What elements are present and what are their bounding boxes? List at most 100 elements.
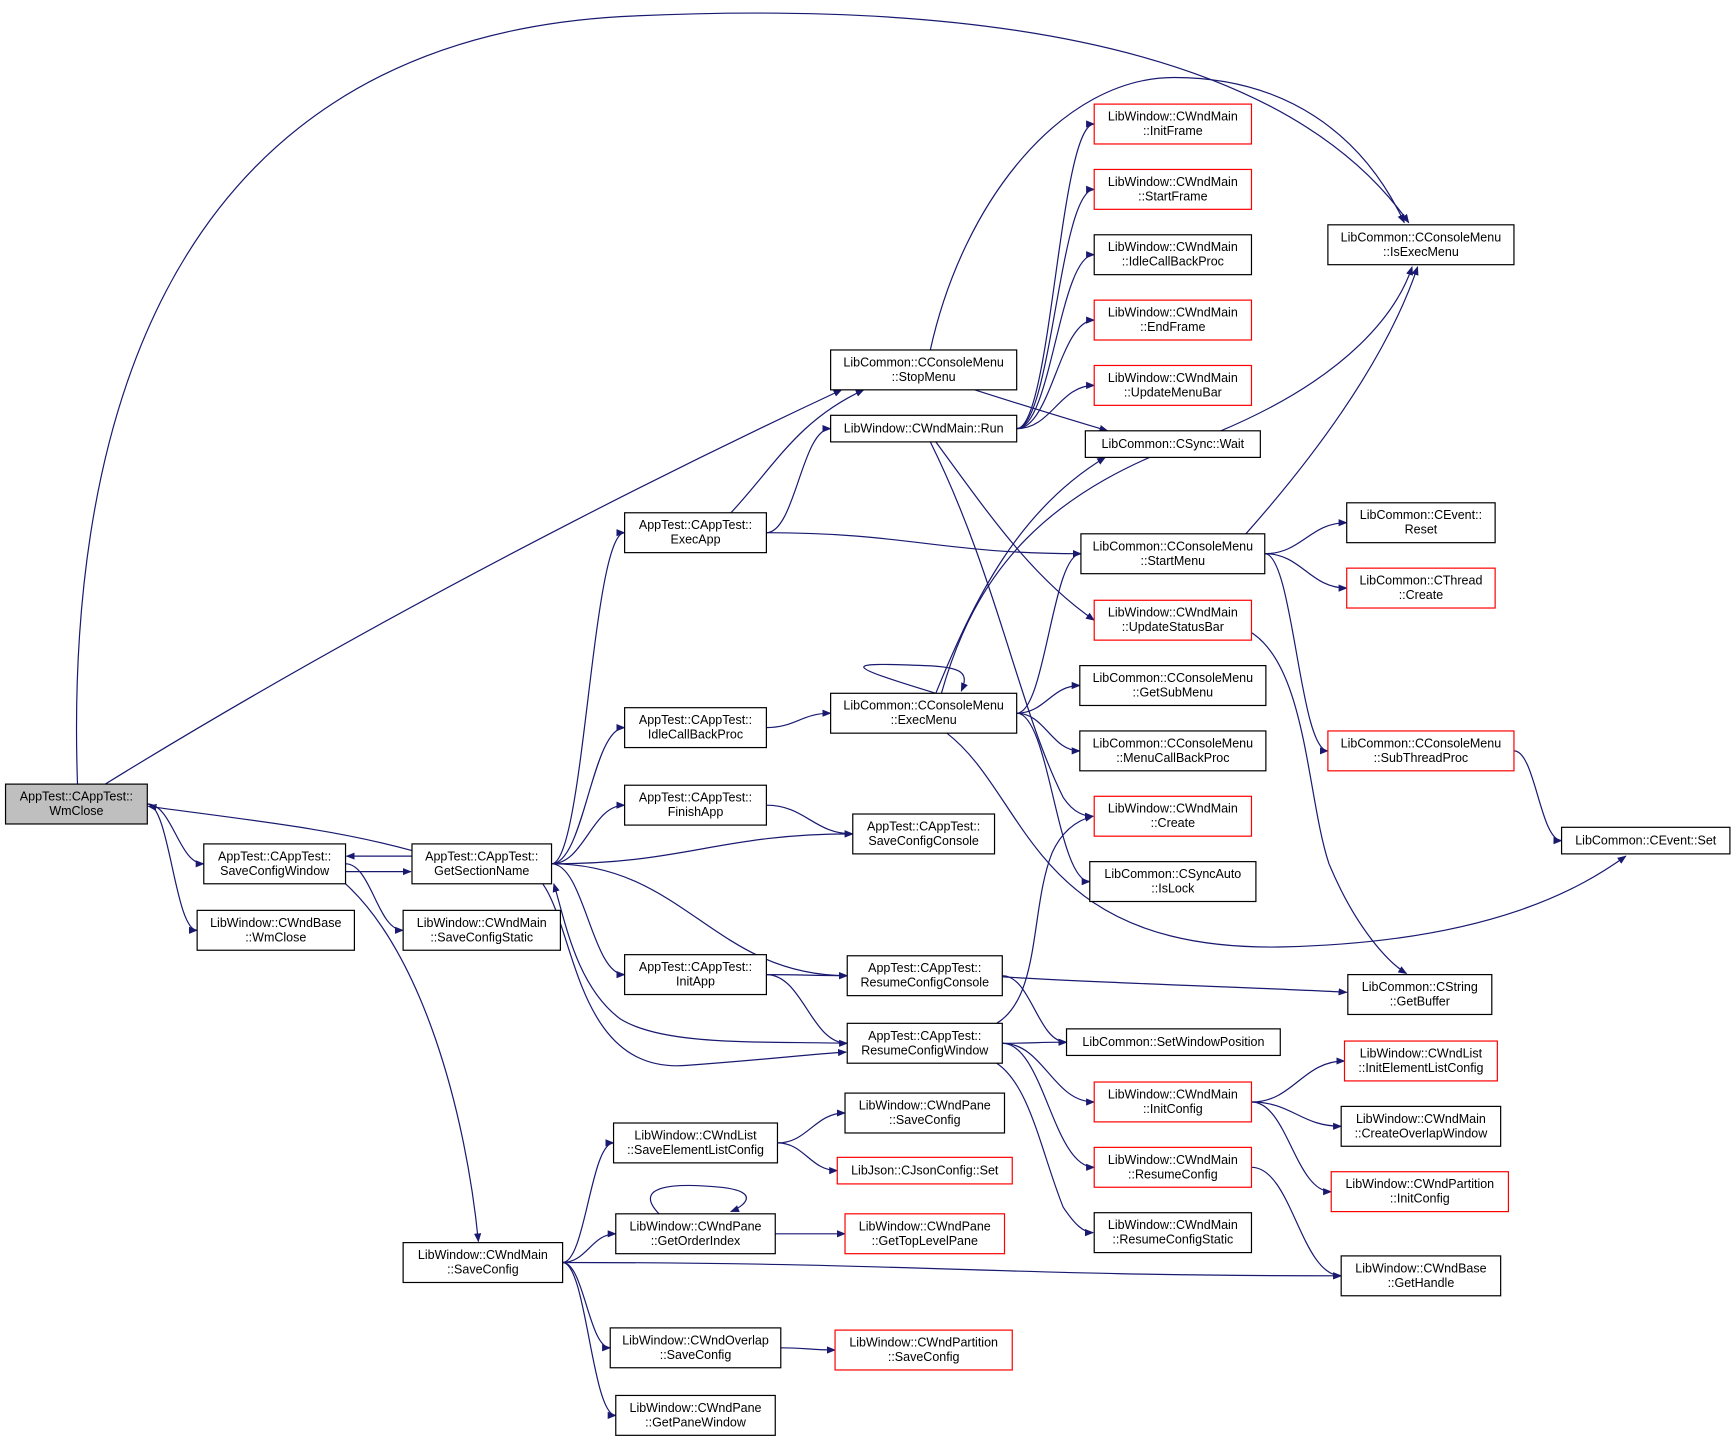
node-islock[interactable]: LibCommon::CSyncAuto::IsLock: [1089, 861, 1257, 903]
node-partition_initconfig[interactable]: LibWindow::CWndPartition::InitConfig: [1330, 1171, 1510, 1213]
node-box: [830, 692, 1018, 734]
edge-resumeconfigwindow-to-resumeconfig: [1002, 1042, 1096, 1171]
node-sync_wait[interactable]: LibCommon::CSync::Wait: [1084, 430, 1261, 458]
node-getpanewindow[interactable]: LibWindow::CWndPane::GetPaneWindow: [615, 1394, 776, 1436]
edge-resumeconfig-to-gethandle: [1251, 1166, 1343, 1280]
node-box: [1346, 502, 1496, 544]
node-idlecallback_app[interactable]: AppTest::CAppTest::IdleCallBackProc: [624, 707, 767, 749]
node-partition_saveconfig[interactable]: LibWindow::CWndPartition::SaveConfig: [834, 1329, 1013, 1371]
node-label: LibWindow::CWndOverlap: [622, 1333, 769, 1347]
node-initelementlist[interactable]: LibWindow::CWndList::InitElementListConf…: [1343, 1040, 1498, 1082]
node-event_set[interactable]: LibCommon::CEvent::Set: [1560, 826, 1731, 855]
node-label: LibCommon::CConsoleMenu: [1341, 736, 1502, 750]
node-label: LibWindow::CWndMain: [1108, 802, 1238, 816]
node-execapp[interactable]: AppTest::CAppTest::ExecApp: [624, 512, 767, 554]
node-updatemenubar[interactable]: LibWindow::CWndMain::UpdateMenuBar: [1093, 364, 1253, 406]
node-thread_create[interactable]: LibCommon::CThread::Create: [1346, 567, 1496, 609]
node-label: ::SubThreadProc: [1374, 751, 1469, 765]
node-event_reset[interactable]: LibCommon::CEvent::Reset: [1346, 502, 1496, 544]
edge-wndmain_run-to-startframe: [1016, 185, 1096, 430]
node-label: ResumeConfigWindow: [861, 1043, 989, 1057]
node-resumeconfigstatic[interactable]: LibWindow::CWndMain::ResumeConfigStatic: [1093, 1212, 1253, 1254]
node-resumeconfigwindow[interactable]: AppTest::CAppTest::ResumeConfigWindow: [846, 1022, 1003, 1064]
edge-wndmain_saveconfig-to-gethandle: [562, 1261, 1343, 1280]
edge-getsectionname-to-finishapp: [551, 801, 626, 865]
node-saveelementlist[interactable]: LibWindow::CWndList::SaveElementListConf…: [612, 1122, 779, 1164]
node-pane_saveconfig[interactable]: LibWindow::CWndPane::SaveConfig: [844, 1092, 1006, 1134]
node-box: [402, 909, 561, 951]
node-gethandle[interactable]: LibWindow::CWndBase::GetHandle: [1340, 1255, 1502, 1297]
node-execmenu[interactable]: LibCommon::CConsoleMenu::ExecMenu: [830, 692, 1018, 734]
node-label: AppTest::CAppTest::: [639, 518, 752, 532]
node-idlecallback_wnd[interactable]: LibWindow::CWndMain::IdleCallBackProc: [1093, 234, 1253, 276]
node-saveconfigwindow[interactable]: AppTest::CAppTest::SaveConfigWindow: [203, 843, 347, 885]
edge-wndmain_run-to-wndmain_create: [929, 441, 1094, 820]
node-updatestatusbar[interactable]: LibWindow::CWndMain::UpdateStatusBar: [1093, 599, 1253, 641]
node-getsubmenu[interactable]: LibCommon::CConsoleMenu::GetSubMenu: [1079, 665, 1267, 707]
node-label: ::SaveConfigStatic: [430, 930, 533, 944]
node-overlap_saveconfig[interactable]: LibWindow::CWndOverlap::SaveConfig: [609, 1327, 782, 1369]
node-box: [612, 1122, 779, 1164]
edge-wndmain_saveconfig-to-saveelementlist: [562, 1139, 615, 1264]
node-gettoplevelpane[interactable]: LibWindow::CWndPane::GetTopLevelPane: [844, 1213, 1006, 1255]
node-label: ::EndFrame: [1140, 320, 1205, 334]
node-box: [1079, 730, 1267, 772]
node-box: [1093, 168, 1253, 210]
node-label: LibCommon::CConsoleMenu: [1093, 736, 1254, 750]
edge-resumeconfigconsole-to-setwindowposition: [1002, 975, 1068, 1046]
node-wndmain_saveconfig[interactable]: LibWindow::CWndMain::SaveConfig: [402, 1242, 564, 1284]
node-isexecmenu[interactable]: LibCommon::CConsoleMenu::IsExecMenu: [1327, 224, 1515, 266]
edge-finishapp-to-saveconfigconsole: [766, 804, 854, 838]
node-resumeconfig[interactable]: LibWindow::CWndMain::ResumeConfig: [1093, 1146, 1253, 1188]
node-getsectionname[interactable]: AppTest::CAppTest::GetSectionName: [411, 843, 553, 885]
edge-startmenu-to-event_reset: [1264, 519, 1348, 555]
node-label: LibWindow::CWndMain: [1108, 110, 1238, 124]
node-label: ExecApp: [670, 533, 720, 547]
node-getbuffer[interactable]: LibCommon::CString::GetBuffer: [1347, 973, 1493, 1016]
node-resumeconfigconsole[interactable]: AppTest::CAppTest::ResumeConfigConsole: [846, 955, 1003, 997]
node-box: [1093, 1081, 1253, 1123]
node-box: [609, 1327, 782, 1369]
node-saveconfigconsole[interactable]: AppTest::CAppTest::SaveConfigConsole: [852, 813, 996, 855]
edge-wndmain_saveconfig-to-getpanewindow: [562, 1261, 617, 1419]
node-label: ::GetBuffer: [1390, 995, 1450, 1009]
node-endframe[interactable]: LibWindow::CWndMain::EndFrame: [1093, 299, 1253, 341]
node-label: FinishApp: [668, 805, 724, 819]
node-initapp[interactable]: AppTest::CAppTest::InitApp: [624, 954, 767, 996]
node-initconfig[interactable]: LibWindow::CWndMain::InitConfig: [1093, 1081, 1253, 1123]
node-createoverlap[interactable]: LibWindow::CWndMain::CreateOverlapWindow: [1340, 1105, 1502, 1147]
node-box: [1347, 973, 1493, 1016]
node-menucallback[interactable]: LibCommon::CConsoleMenu::MenuCallBackPro…: [1079, 730, 1267, 772]
edge-getsectionname-to-resumeconfigwindow: [542, 883, 847, 1067]
node-setwindowposition[interactable]: LibCommon::SetWindowPosition: [1065, 1028, 1281, 1057]
node-label: LibCommon::CEvent::Set: [1575, 833, 1717, 847]
node-label: LibWindow::CWndMain: [1108, 1153, 1238, 1167]
node-savecfgstatic[interactable]: LibWindow::CWndMain::SaveConfigStatic: [402, 909, 561, 951]
edge-updatestatusbar-to-getbuffer: [1248, 630, 1408, 975]
node-box: [1093, 795, 1253, 837]
node-label: LibWindow::CWndList: [634, 1128, 757, 1142]
node-startframe[interactable]: LibWindow::CWndMain::StartFrame: [1093, 168, 1253, 210]
node-box: [624, 954, 767, 996]
node-wndmain_create[interactable]: LibWindow::CWndMain::Create: [1093, 795, 1253, 837]
node-box: [411, 843, 553, 885]
node-json_set[interactable]: LibJson::CJsonConfig::Set: [836, 1156, 1013, 1185]
node-box: [1065, 1028, 1281, 1057]
node-label: ::StopMenu: [892, 370, 956, 384]
node-wndbase_wmclose[interactable]: LibWindow::CWndBase::WmClose: [196, 909, 355, 951]
node-box: [4, 783, 148, 825]
node-box: [1080, 533, 1266, 575]
node-label: LibCommon::CConsoleMenu: [1341, 230, 1502, 244]
node-label: IdleCallBackProc: [648, 728, 743, 742]
node-finishapp[interactable]: AppTest::CAppTest::FinishApp: [624, 784, 767, 826]
node-stopmenu[interactable]: LibCommon::CConsoleMenu::StopMenu: [830, 349, 1018, 391]
node-initframe[interactable]: LibWindow::CWndMain::InitFrame: [1093, 103, 1253, 145]
node-getorderindex[interactable]: LibWindow::CWndPane::GetOrderIndex: [615, 1213, 776, 1255]
node-startmenu[interactable]: LibCommon::CConsoleMenu::StartMenu: [1080, 533, 1266, 575]
node-subthreadproc[interactable]: LibCommon::CConsoleMenu::SubThreadProc: [1327, 730, 1515, 772]
node-label: ::SaveConfig: [888, 1350, 960, 1364]
node-box: [1093, 103, 1253, 145]
node-wndmain_run[interactable]: LibWindow::CWndMain::Run: [830, 414, 1018, 443]
node-wmclose[interactable]: AppTest::CAppTest::WmClose: [4, 783, 148, 825]
